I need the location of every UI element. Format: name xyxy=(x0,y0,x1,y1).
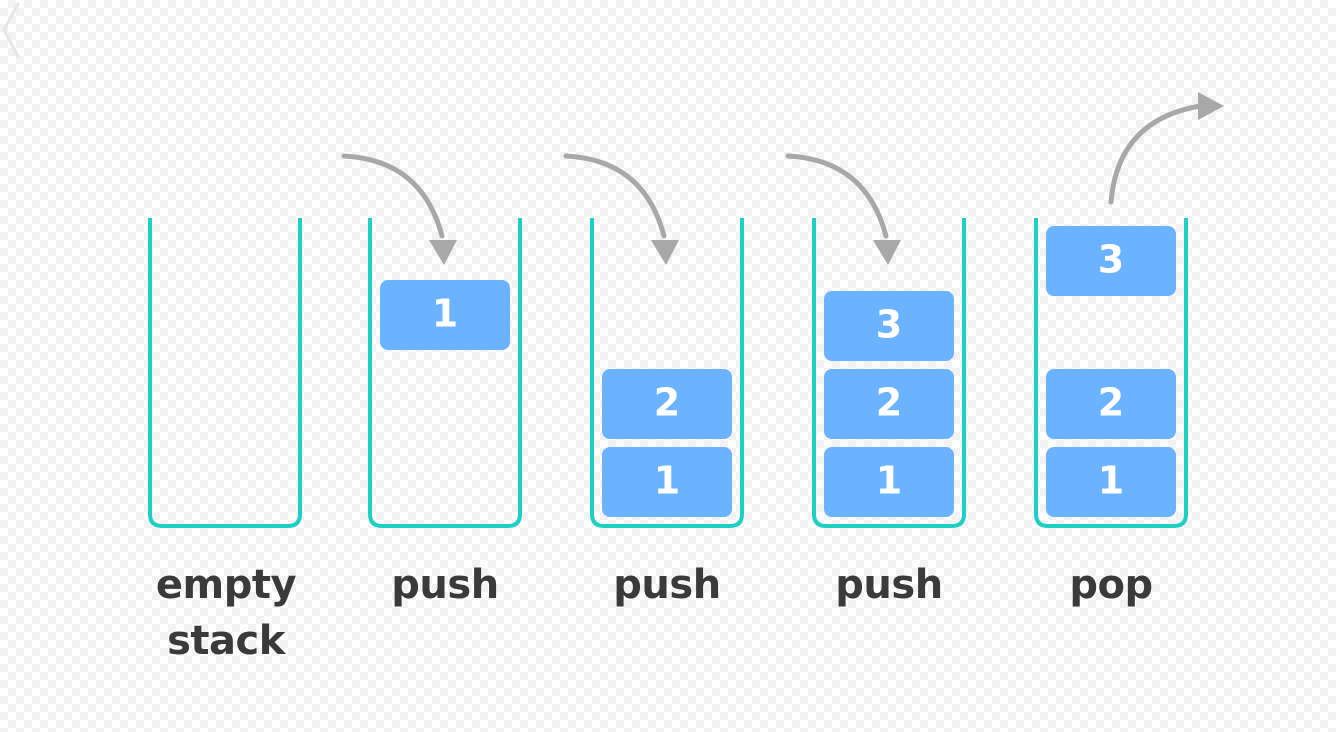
stack-push-1: 1 xyxy=(368,218,522,528)
stack-empty xyxy=(148,218,302,528)
stack-container xyxy=(1034,218,1188,528)
caption-push-1: push xyxy=(345,557,545,613)
stack-block: 2 xyxy=(1046,369,1176,439)
stack-block-label: 2 xyxy=(876,381,902,425)
caption-line: push xyxy=(391,562,499,608)
stack-container xyxy=(148,218,302,528)
stack-block-rect xyxy=(1046,226,1176,296)
stack-block: 3 xyxy=(1046,226,1176,296)
stack-container xyxy=(590,218,744,528)
stack-pop: 1 2 3 xyxy=(1034,218,1188,528)
stack-block-label: 1 xyxy=(1098,459,1124,503)
stack-block-label: 2 xyxy=(654,381,680,425)
stack-container xyxy=(812,218,966,528)
stack-block-rect xyxy=(380,280,510,350)
stack-block-rect xyxy=(824,369,954,439)
stack-block-label: 3 xyxy=(1098,238,1124,282)
caption-empty-stack: empty stack xyxy=(126,557,326,669)
curved-arrow-down-icon xyxy=(563,153,679,265)
stack-block-rect xyxy=(1046,447,1176,517)
caption-line: empty xyxy=(155,562,297,608)
chevron-left-icon[interactable] xyxy=(0,0,22,60)
stack-block: 2 xyxy=(602,369,732,439)
curved-arrow-down-icon xyxy=(341,153,457,265)
curved-arrow-down-icon xyxy=(785,153,901,265)
caption-push-3: push xyxy=(789,557,989,613)
stack-block-label: 1 xyxy=(654,459,680,503)
caption-pop: pop xyxy=(1011,557,1211,613)
stack-block: 1 xyxy=(1046,447,1176,517)
caption-line: push xyxy=(613,562,721,608)
stack-block-label: 1 xyxy=(876,459,902,503)
stack-block-label: 2 xyxy=(1098,381,1124,425)
caption-line: pop xyxy=(1069,562,1153,608)
caption-line: stack xyxy=(167,618,285,664)
stack-block-label: 3 xyxy=(876,303,902,347)
curved-arrow-up-right-icon xyxy=(1108,92,1224,205)
stack-block: 2 xyxy=(824,369,954,439)
stack-block: 1 xyxy=(602,447,732,517)
stack-block: 1 xyxy=(824,447,954,517)
stack-block: 1 xyxy=(380,280,510,350)
stack-container xyxy=(368,218,522,528)
stack-block-rect xyxy=(602,369,732,439)
stack-block-rect xyxy=(824,447,954,517)
caption-line: push xyxy=(835,562,943,608)
stack-block-label: 1 xyxy=(432,292,458,336)
stack-block-rect xyxy=(824,291,954,361)
stack-block-rect xyxy=(1046,369,1176,439)
caption-push-2: push xyxy=(567,557,767,613)
stack-block-rect xyxy=(602,447,732,517)
stack-block: 3 xyxy=(824,291,954,361)
stack-push-3: 1 2 3 xyxy=(812,218,966,528)
stack-push-2: 12 xyxy=(590,218,744,528)
